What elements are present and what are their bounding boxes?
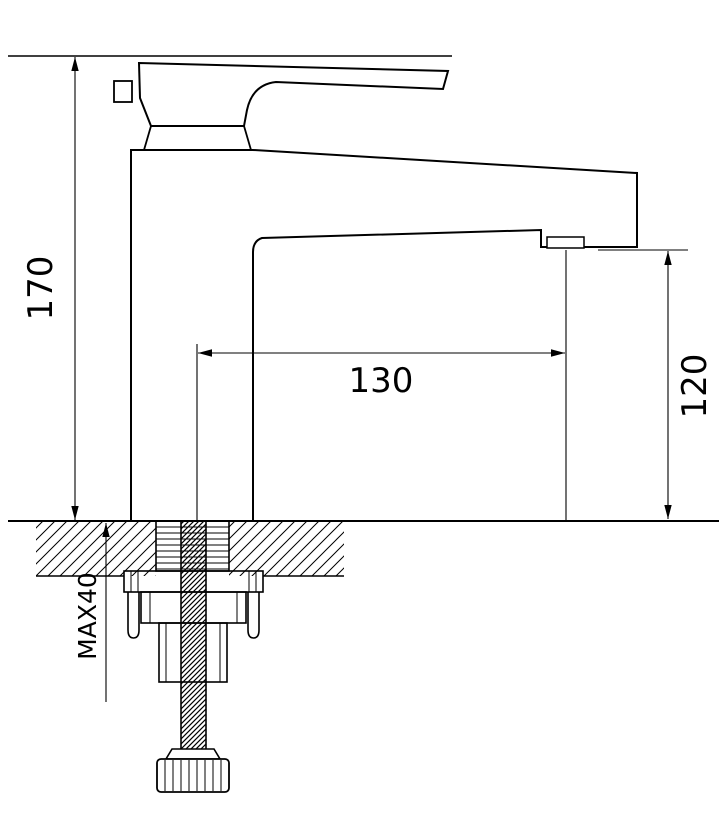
fixing-bolt-right [247, 592, 260, 639]
lower-block-outline [158, 622, 228, 683]
dim-height-arrow-bottom [71, 506, 79, 520]
lever-handle [137, 61, 450, 127]
knurled-nut [156, 748, 230, 793]
shank-thread-lines [156, 526, 229, 570]
dimension-outlet-height: 120 [664, 251, 715, 519]
dim-max-thickness-arrow [102, 523, 110, 537]
dim-height-arrow-top [71, 57, 79, 71]
dim-reach-label: 130 [349, 361, 414, 401]
dim-height-label: 170 [21, 256, 61, 321]
aerator [546, 236, 585, 249]
lower-shank-block [158, 622, 228, 683]
counter-hatch-left [36, 521, 156, 576]
handle-collar [143, 125, 252, 151]
dim-max-thickness-label: MAX40 [73, 572, 102, 660]
dimension-height: 170 [21, 57, 79, 520]
dim-reach-arrow-left [198, 349, 212, 357]
faucet-body-and-spout [130, 149, 638, 522]
dimension-max-thickness: MAX40 [73, 523, 110, 702]
knurled-nut-body [156, 758, 230, 793]
threaded-rod [181, 521, 206, 749]
dim-outlet-height-arrow-top [664, 251, 672, 265]
dim-outlet-height-label: 120 [675, 354, 715, 419]
knurl-lines [164, 760, 222, 791]
counter-hatch-right [229, 521, 344, 576]
fixing-bolt-left [127, 592, 140, 639]
dim-outlet-height-arrow-bottom [664, 505, 672, 519]
knurled-nut-neck [164, 748, 222, 760]
dim-reach-arrow-right [551, 349, 565, 357]
counter-section [8, 520, 719, 577]
under-counter-hardware [123, 520, 264, 793]
faucet [113, 61, 638, 522]
reference-lines [8, 55, 688, 520]
handle-side-button [113, 80, 133, 103]
dimension-reach: 130 [198, 349, 565, 401]
